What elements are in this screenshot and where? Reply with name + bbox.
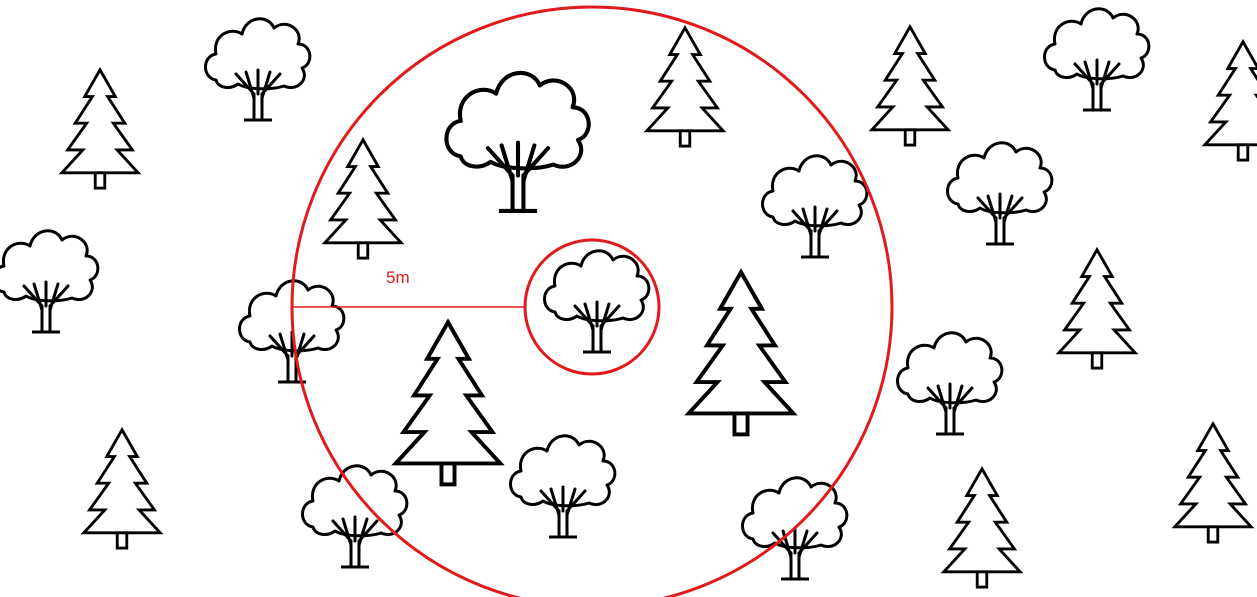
conifer-tree-icon xyxy=(942,467,1022,589)
deciduous-tree-icon xyxy=(508,434,617,539)
conifer-tree-icon xyxy=(645,26,725,148)
deciduous-tree-icon xyxy=(760,154,869,259)
conifer-tree-icon xyxy=(870,25,950,147)
conifer-tree-icon xyxy=(686,270,796,437)
conifer-tree-icon xyxy=(323,138,403,260)
deciduous-tree-icon xyxy=(542,249,651,354)
conifer-tree-icon xyxy=(1057,248,1137,370)
radius-label: 5m xyxy=(386,268,410,287)
deciduous-tree-icon xyxy=(203,17,312,122)
deciduous-tree-icon xyxy=(945,141,1054,246)
conifer-tree-icon xyxy=(1203,40,1257,162)
tree-layer xyxy=(0,7,1257,589)
deciduous-tree-icon xyxy=(446,73,588,211)
deciduous-tree-icon xyxy=(895,331,1004,436)
deciduous-tree-icon xyxy=(1042,7,1151,112)
conifer-tree-icon xyxy=(1173,422,1253,544)
conifer-tree-icon xyxy=(393,320,503,487)
deciduous-tree-icon xyxy=(300,464,409,569)
conifer-tree-icon xyxy=(60,68,140,190)
conifer-tree-icon xyxy=(82,428,162,550)
deciduous-tree-icon xyxy=(0,229,100,334)
plot-overlay xyxy=(290,5,894,597)
